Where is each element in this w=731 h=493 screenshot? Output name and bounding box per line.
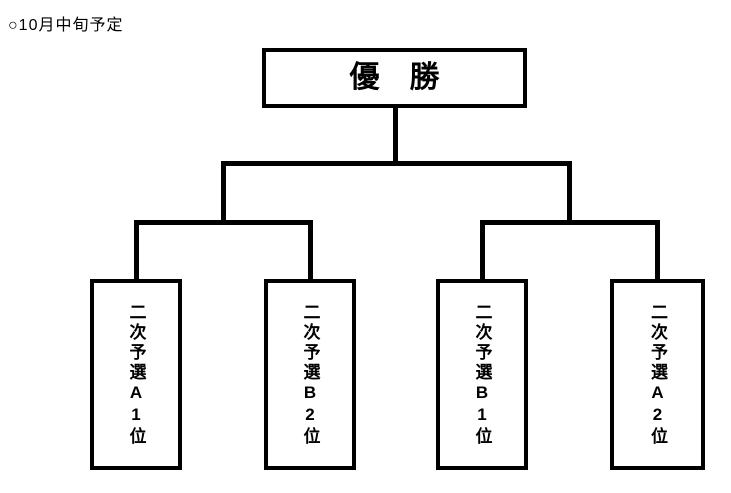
connector-level2-left-horizontal [134,220,313,225]
connector-level2-right-horizontal [480,220,660,225]
connector-entry2-drop [308,220,313,281]
entry-box-b1: 二次予選B1位 [436,279,528,470]
connector-level1-right-drop [567,161,572,225]
connector-final-stem [393,106,398,166]
entry-box-a2: 二次予選A2位 [610,279,705,470]
entry-label-b2: 二次予選B2位 [300,302,320,447]
entry-label-a2: 二次予選A2位 [648,302,667,447]
champion-label: 優 勝 [349,61,440,94]
champion-box: 優 勝 [262,48,527,108]
connector-entry3-drop [480,220,485,281]
entry-box-a1: 二次予選A1位 [90,279,182,470]
schedule-note: ○10月中旬予定 [8,17,124,34]
entry-label-b1: 二次予選B1位 [472,302,492,447]
connector-level1-horizontal [221,161,572,166]
connector-entry4-drop [655,220,660,281]
entry-label-a1: 二次予選A1位 [126,302,146,447]
connector-entry1-drop [134,220,139,281]
entry-box-b2: 二次予選B2位 [264,279,356,470]
connector-level1-left-drop [221,161,226,225]
